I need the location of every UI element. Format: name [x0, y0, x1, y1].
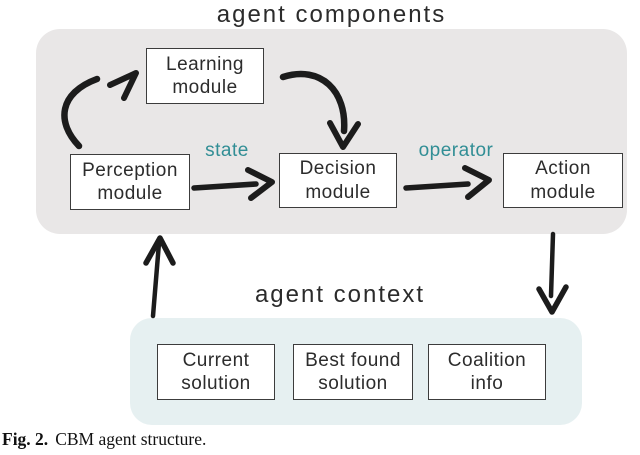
module-box-decision-label: Decision module [299, 158, 377, 203]
figure-caption-number: Fig. 2. [2, 429, 49, 449]
figure-caption: Fig. 2. CBM agent structure. [2, 429, 206, 450]
context-box-coalition-info-label: Coalition info [447, 349, 527, 394]
context-box-best-found-solution-label: Best found solution [305, 349, 401, 394]
module-box-action-label: Action module [530, 158, 596, 203]
components-panel-title: agent components [216, 1, 447, 28]
context-box-best-found-solution: Best found solution [293, 344, 413, 400]
figure-caption-text: CBM agent structure. [55, 429, 207, 449]
module-box-decision: Decision module [279, 153, 397, 208]
edge-label-state: state [205, 140, 249, 161]
edge-label-operator: operator [418, 140, 494, 161]
module-box-learning-label: Learning module [166, 53, 244, 98]
module-box-perception-label: Perception module [82, 159, 178, 204]
context-box-current-solution: Current solution [157, 344, 275, 400]
context-panel-title: agent context [254, 281, 426, 308]
context-box-current-solution-label: Current solution [181, 349, 251, 394]
module-box-perception: Perception module [70, 154, 190, 210]
module-box-action: Action module [503, 153, 623, 208]
module-box-learning: Learning module [146, 48, 264, 104]
context-box-coalition-info: Coalition info [428, 344, 546, 400]
